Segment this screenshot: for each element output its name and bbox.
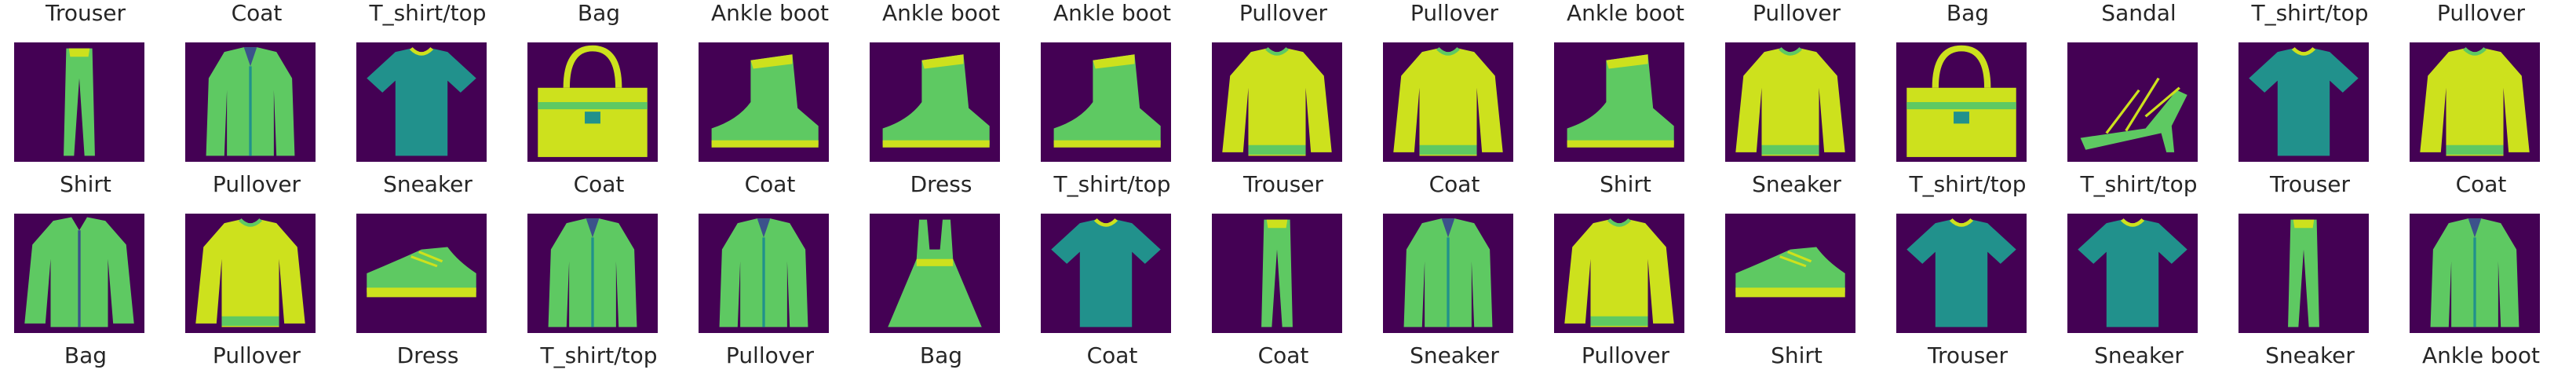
image-label: Bag	[577, 0, 621, 26]
image-label: Pullover	[1239, 0, 1328, 26]
image-label: Coat	[231, 0, 283, 26]
image-label: Coat	[573, 171, 625, 197]
image-label: Trouser	[1242, 171, 1324, 197]
image-thumbnail	[2238, 42, 2369, 162]
image-label: Pullover	[1410, 0, 1499, 26]
image-label: Bag	[64, 342, 108, 368]
image-label: Ankle boot	[1566, 0, 1685, 26]
image-thumbnail	[1041, 42, 1171, 162]
image-label: Coat	[1428, 171, 1480, 197]
image-thumbnail	[356, 42, 487, 162]
image-thumbnail	[1212, 214, 1342, 333]
image-label: Coat	[1257, 342, 1309, 368]
image-label: Pullover	[2436, 0, 2526, 26]
image-thumbnail	[870, 214, 1000, 333]
image-label: T_shirt/top	[369, 0, 487, 26]
image-thumbnail	[1554, 42, 1684, 162]
image-thumbnail	[699, 42, 829, 162]
image-label: Coat	[2455, 171, 2507, 197]
image-label: Sneaker	[383, 171, 473, 197]
image-label: Ankle boot	[881, 0, 1001, 26]
image-label: Trouser	[1927, 342, 2009, 368]
image-thumbnail	[1041, 214, 1171, 333]
image-label: T_shirt/top	[1909, 171, 2027, 197]
image-label: Sandal	[2101, 0, 2176, 26]
image-thumbnail	[356, 214, 487, 333]
image-thumbnail	[699, 214, 829, 333]
image-thumbnail	[870, 42, 1000, 162]
image-label: T_shirt/top	[1053, 171, 1171, 197]
image-label: Coat	[744, 171, 796, 197]
image-label: Coat	[1086, 342, 1138, 368]
image-label: Bag	[919, 342, 963, 368]
image-label: Sneaker	[2094, 342, 2184, 368]
image-label: Bag	[1946, 0, 1990, 26]
image-label: Pullover	[725, 342, 815, 368]
image-thumbnail	[2410, 42, 2540, 162]
image-label: Sneaker	[2265, 342, 2355, 368]
image-thumbnail	[2238, 214, 2369, 333]
image-thumbnail	[185, 214, 316, 333]
image-label: Pullover	[212, 342, 301, 368]
image-thumbnail	[1383, 214, 1513, 333]
image-thumbnail	[14, 214, 144, 333]
image-label: Dress	[910, 171, 972, 197]
image-label: Shirt	[60, 171, 111, 197]
image-label: Ankle boot	[710, 0, 830, 26]
image-thumbnail	[2410, 214, 2540, 333]
image-label: Shirt	[1600, 171, 1651, 197]
image-thumbnail	[527, 42, 658, 162]
image-label: Pullover	[1581, 342, 1670, 368]
image-label: Pullover	[1752, 0, 1841, 26]
image-label: Sneaker	[1752, 171, 1841, 197]
image-label: Ankle boot	[2421, 342, 2541, 368]
image-thumbnail	[2067, 42, 2198, 162]
image-label: Shirt	[1771, 342, 1823, 368]
image-thumbnail	[185, 42, 316, 162]
image-thumbnail	[1383, 42, 1513, 162]
image-thumbnail	[1725, 214, 1855, 333]
image-thumbnail	[1554, 214, 1684, 333]
image-thumbnail	[1212, 42, 1342, 162]
image-thumbnail	[527, 214, 658, 333]
image-label: Trouser	[45, 0, 126, 26]
image-label: T_shirt/top	[2251, 0, 2369, 26]
image-thumbnail	[14, 42, 144, 162]
image-thumbnail	[1896, 214, 2027, 333]
image-label: Dress	[396, 342, 459, 368]
image-label: T_shirt/top	[540, 342, 658, 368]
image-label: Trouser	[2269, 171, 2351, 197]
image-label: Ankle boot	[1053, 0, 1172, 26]
image-thumbnail	[2067, 214, 2198, 333]
image-label: T_shirt/top	[2080, 171, 2198, 197]
image-label: Pullover	[212, 171, 301, 197]
image-label: Sneaker	[1410, 342, 1499, 368]
image-thumbnail	[1896, 42, 2027, 162]
image-thumbnail	[1725, 42, 1855, 162]
